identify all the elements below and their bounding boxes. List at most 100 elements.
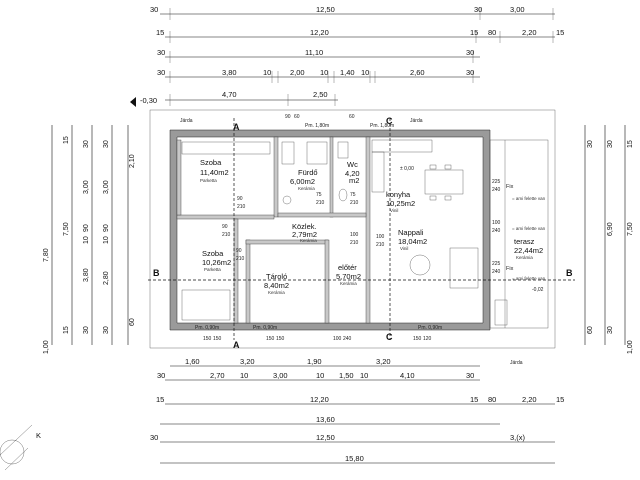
dim-bot-3-a: 15	[156, 395, 164, 404]
room-area: 18,04m2	[398, 237, 427, 246]
room-wc: Wc 4,20 m2	[345, 160, 360, 185]
dim-left-780: 7,80	[43, 248, 50, 262]
dim-left-750: 7,50	[63, 222, 70, 236]
dim-left-30d: 30	[103, 326, 110, 334]
dim-right-690: 6,90	[607, 222, 614, 236]
op-210-c: 210	[237, 204, 246, 210]
dim-bot-4-a: 13,60	[316, 415, 335, 424]
op-100-b: 100	[376, 234, 385, 240]
room-name: Wc	[347, 160, 358, 169]
room-area: 5,70m2	[336, 272, 361, 281]
dim-left-15: 15	[63, 136, 70, 144]
op-225-b: 225	[492, 261, 501, 267]
dim-right-100: 1,00	[627, 340, 634, 354]
room-name: Közlek.	[292, 222, 317, 231]
dim-top-1-b: 12,50	[316, 5, 335, 14]
left-dimensions: 7,80 7,50 3,00 3,80 3,00 2,80 2,10 15 30…	[43, 125, 136, 354]
op-90-a: 90	[222, 224, 228, 230]
dim-bot-5-a: 30	[150, 433, 158, 442]
dim-top-5-c: 2,50	[313, 90, 328, 99]
dim-bot-2-f: 1,50	[339, 371, 354, 380]
dim-left-100: 1,00	[43, 340, 50, 354]
room-name: Szoba	[202, 249, 224, 258]
dim-left-90: 90	[103, 224, 110, 232]
op-60-top: 60	[294, 114, 300, 120]
room-floor: Kerámia	[340, 281, 357, 286]
dim-bot-3-c: 15	[470, 395, 478, 404]
op-120-e: 120	[423, 336, 432, 342]
dim-top-1-c: 3,00	[510, 5, 525, 14]
op-60-top-2: 60	[349, 114, 355, 120]
dim-top-1-d: 30	[474, 5, 482, 14]
room-floor: Vinil	[400, 246, 408, 251]
dim-bot-2-h: 4,10	[400, 371, 415, 380]
room-floor: Kerámia	[300, 238, 317, 243]
op-210-d: 210	[236, 256, 245, 262]
section-mark-b-left: B	[153, 268, 160, 278]
label-fix-1: Fix	[506, 184, 514, 190]
dim-left-280: 2,80	[103, 271, 110, 285]
label-jarda-top: Járda	[180, 118, 193, 124]
op-150-d: 150	[276, 336, 285, 342]
section-mark-a-bottom: A	[233, 340, 240, 350]
label-fix-note-1: = ami felette van	[512, 196, 546, 201]
op-210-f: 210	[350, 200, 359, 206]
dim-top-4-h: 2,60	[410, 68, 425, 77]
room-name: Nappali	[398, 228, 424, 237]
op-150-e: 150	[413, 336, 422, 342]
dim-top-2-d: 80	[488, 28, 496, 37]
section-mark-a-top: A	[233, 122, 240, 132]
op-90-top: 90	[285, 114, 291, 120]
op-240-c: 240	[492, 269, 501, 275]
plot-boundary	[149, 109, 556, 349]
dim-top-4-e: 10	[320, 68, 328, 77]
room-konyha: konyha 10,25m2 Vinil	[386, 190, 415, 213]
room-floor: Kerámia	[298, 186, 315, 191]
dim-bot-5-c: 3,(x)	[510, 433, 526, 442]
op-210-a: 210	[222, 232, 231, 238]
top-dimensions: 30 12,50 3,00 30 15 12,20 15 80 2,20 15 …	[130, 5, 564, 107]
dim-top-5-a: -0,30	[140, 96, 157, 105]
room-name: előtér	[338, 263, 357, 272]
dim-top-2-c: 15	[470, 28, 478, 37]
dim-right-30b: 30	[607, 140, 614, 148]
dim-top-2-f: 15	[556, 28, 564, 37]
room-kozlek: Közlek. 2,79m2 Kerámia	[292, 222, 317, 243]
dim-right-30c: 30	[607, 326, 614, 334]
dim-left-380: 3,80	[83, 268, 90, 282]
dim-bot-5-b: 12,50	[316, 433, 335, 442]
op-75-a: 75	[316, 192, 322, 198]
terrace-outline	[489, 139, 549, 329]
north-arrow: K	[0, 424, 41, 471]
dim-top-2-a: 15	[156, 28, 164, 37]
north-letter: K	[36, 431, 41, 440]
internal-walls	[176, 136, 371, 324]
dim-bot-2-g: 10	[360, 371, 368, 380]
label-pm-090-b: Pm. 0,90m	[253, 325, 277, 331]
bottom-dimensions: 1,60 3,20 1,90 3,20 30 2,70 10 3,00 10 1…	[150, 357, 564, 464]
label-jarda-bottom: Járda	[510, 360, 523, 366]
label-fix-note-3: = ami felette van	[512, 276, 546, 281]
room-area: 10,25m2	[386, 199, 415, 208]
op-210-b: 210	[376, 242, 385, 248]
external-walls	[169, 129, 491, 331]
section-mark-b-right: B	[566, 268, 573, 278]
dim-top-4-b: 3,80	[222, 68, 237, 77]
dim-bot-2-a: 30	[157, 371, 165, 380]
op-100-a: 100	[492, 220, 501, 226]
right-dimensions: 6,90 7,50 30 30 15 60 30 1,00	[584, 125, 634, 354]
label-level-00: ± 0,00	[400, 166, 414, 172]
label-jarda-top-2: Járda	[410, 118, 423, 124]
op-100-c: 100	[350, 232, 359, 238]
label-fix-2: Fix	[506, 266, 514, 272]
label-pm-180-a: Pm. 1,80m	[305, 123, 329, 129]
dim-bot-2-d: 3,00	[273, 371, 288, 380]
room-name: Szoba	[200, 158, 222, 167]
room-area: 11,40m2	[200, 168, 229, 177]
section-lines: A A B B C C	[148, 116, 575, 350]
op-225-a: 225	[492, 179, 501, 185]
room-area-unit: m2	[349, 176, 359, 185]
op-75-b: 75	[350, 192, 356, 198]
dim-left-10b: 10	[83, 236, 90, 244]
